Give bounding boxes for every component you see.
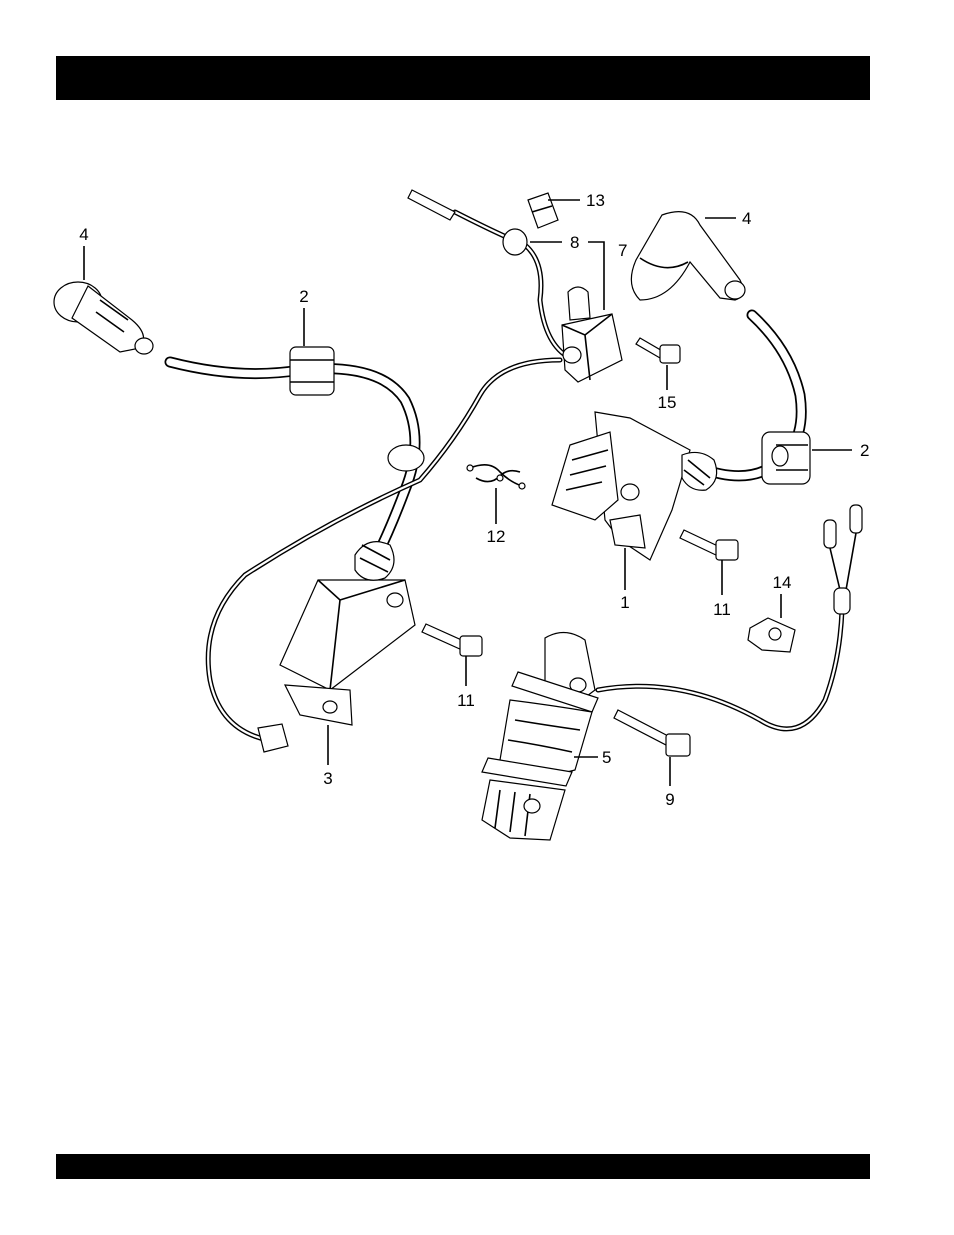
grommet-right: [762, 432, 810, 484]
ignition-coil-left: [280, 542, 415, 725]
callout-11-right: 11: [713, 600, 731, 619]
callout-15: 15: [658, 393, 677, 412]
bolt-11-right: [680, 530, 738, 560]
callout-14: 14: [773, 573, 792, 592]
callout-8: 8: [570, 233, 579, 252]
bolt-9: [614, 710, 690, 756]
wire-clip: [528, 193, 558, 228]
callout-12: 12: [487, 527, 506, 546]
callout-1: 1: [620, 593, 629, 612]
spark-plug-cap-right: [631, 212, 745, 300]
wire-sleeve-top: [503, 229, 527, 255]
callout-13: 13: [586, 191, 605, 210]
ground-terminal-left: [258, 724, 288, 752]
wire-sleeve-left: [388, 445, 424, 471]
callout-3: 3: [323, 769, 332, 788]
bolt-15: [636, 338, 680, 363]
callout-2-left: 2: [299, 287, 308, 306]
spring-clip: [467, 465, 525, 489]
callout-2-right: 2: [860, 441, 869, 460]
callout-11-left: 11: [457, 691, 475, 710]
callout-4-right: 4: [742, 209, 751, 228]
charge-coil-wire: [598, 610, 842, 729]
cable-clamp: [748, 618, 795, 652]
bolt-11-left: [422, 624, 482, 656]
callout-9: 9: [665, 790, 674, 809]
callout-4-left: 4: [79, 225, 88, 244]
charge-coil-terminals: [824, 505, 862, 614]
callout-5: 5: [602, 748, 611, 767]
grommet-left: [290, 347, 334, 395]
ignition-unit: [562, 287, 622, 382]
wire-terminal-top: [408, 190, 455, 220]
spark-plug-cap-left: [54, 282, 153, 354]
charge-coil: [482, 632, 598, 840]
callout-7: 7: [618, 241, 627, 260]
